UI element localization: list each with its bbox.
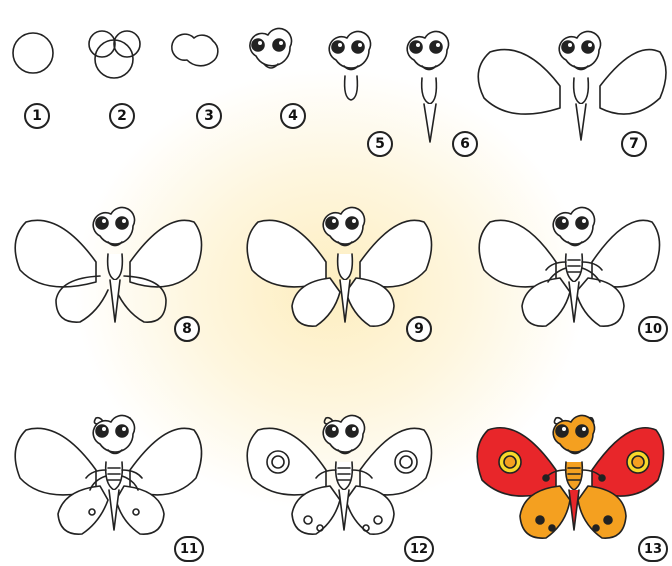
step-13-colored-butterfly [477, 415, 663, 538]
step-1-circle [13, 33, 53, 73]
step-7-upper-wings [478, 31, 666, 140]
step-6-face-body [407, 31, 448, 142]
step-11-antennae [15, 415, 201, 534]
step-number-badge: 1 [24, 103, 50, 129]
step-9-full-outline [247, 207, 431, 326]
step-number-badge: 13 [638, 536, 668, 562]
step-number-badge: 3 [196, 103, 222, 129]
step-8-lower-wings [15, 207, 201, 322]
step-4-face [250, 28, 292, 68]
step-3-head-outline [172, 34, 218, 66]
step-number-badge: 12 [404, 536, 434, 562]
step-10-legs [479, 207, 659, 326]
step-12-wing-patterns [247, 415, 431, 534]
step-number-badge: 6 [452, 131, 478, 157]
step-number-badge: 7 [621, 131, 647, 157]
step-number-badge: 2 [109, 103, 135, 129]
step-number-badge: 10 [638, 316, 668, 342]
step-number-badge: 8 [174, 316, 200, 342]
step-2-overlapping-circles [89, 31, 140, 78]
step-number-badge: 9 [406, 316, 432, 342]
step-number-badge: 5 [367, 131, 393, 157]
step-5-face-neck [329, 31, 370, 100]
step-number-badge: 11 [174, 536, 204, 562]
step-number-badge: 4 [280, 103, 306, 129]
